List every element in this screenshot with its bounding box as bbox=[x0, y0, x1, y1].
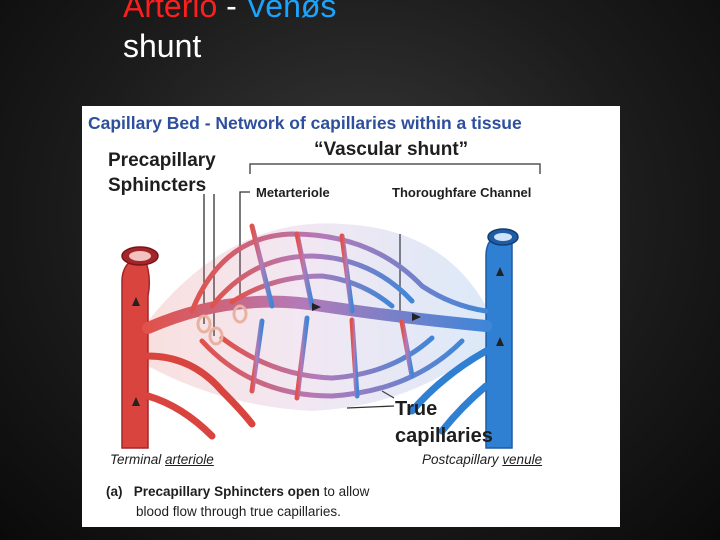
metarteriole-channel bbox=[142, 295, 492, 334]
label-thoroughfare-channel: Thoroughfare Channel bbox=[392, 185, 532, 200]
capillary-bed-figure: Capillary Bed - Network of capillaries w… bbox=[82, 106, 620, 527]
label-terminal-arteriole: Terminal arteriole bbox=[110, 452, 214, 467]
capillary-bed-illustration bbox=[121, 163, 541, 449]
title-arterio: Arterio bbox=[123, 0, 218, 24]
title-separator: - bbox=[226, 0, 237, 24]
label-true-capillaries: True capillaries bbox=[395, 398, 493, 447]
flow-arrows bbox=[132, 267, 504, 406]
label-vascular-shunt: “Vascular shunt” bbox=[314, 139, 469, 160]
figure-caption: (a) Precapillary Sphincters open to allo… bbox=[106, 484, 370, 519]
title-shunt: shunt bbox=[123, 28, 202, 64]
terminal-arteriole bbox=[121, 246, 159, 449]
shunt-bracket bbox=[249, 163, 541, 174]
title-venos: Venøs bbox=[245, 0, 337, 24]
figure-heading: Capillary Bed - Network of capillaries w… bbox=[88, 113, 522, 133]
label-metarteriole: Metarteriole bbox=[256, 185, 330, 200]
arteriole-branches bbox=[144, 352, 256, 440]
label-precapillary-sphincters: Precapillary Sphincters bbox=[108, 150, 216, 196]
label-postcapillary-venule: Postcapillary venule bbox=[422, 452, 543, 467]
true-capillaries bbox=[189, 223, 489, 401]
slide-title: Arterio - Venøs shunt bbox=[123, 0, 543, 66]
precapillary-sphincters bbox=[196, 304, 248, 346]
venule-branches bbox=[408, 347, 490, 435]
